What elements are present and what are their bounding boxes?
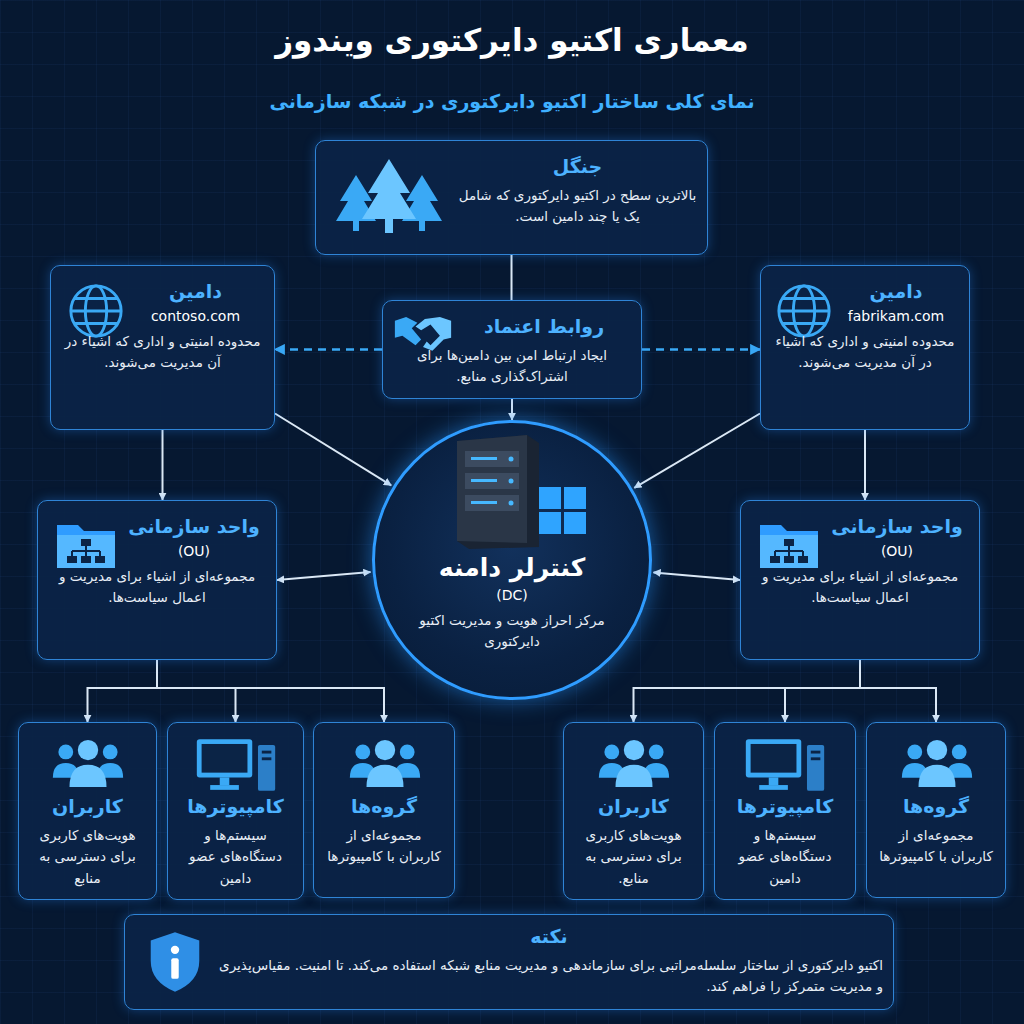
node-text: (DC): [415, 585, 609, 606]
groups-box: گروه‌ها مجموعه‌ای از کاربران با کامپیوتره…: [313, 722, 455, 898]
node-heading: واحد سازمانی: [122, 513, 266, 541]
connector: [634, 414, 760, 488]
computers-box: کامپیوترها سیستم‌ها و دستگاه‌های عضو دامی…: [167, 722, 304, 900]
node-heading: کنترلر دامنه: [415, 551, 609, 585]
users-icon: [348, 737, 422, 793]
ou-box: واحد سازمانی(OU) مجموعه‌ای از اشیاء برای …: [37, 500, 277, 660]
users-icon: [51, 737, 125, 793]
node-text: مجموعه‌ای از اشیاء برای مدیریت و اعمال س…: [751, 566, 969, 609]
node-heading: دامین: [833, 278, 959, 306]
node-text: محدوده امنیتی و اداری که اشیاء در آن مدی…: [771, 331, 959, 374]
connector: [785, 660, 860, 722]
node-text: سیستم‌ها و دستگاه‌های عضو دامین: [178, 825, 293, 890]
node-text: اکتیو دایرکتوری از ساختار سلسله‌مراتبی ب…: [215, 955, 883, 998]
domain-box: دامینcontoso.com محدوده امنیتی و اداری که…: [50, 265, 275, 430]
forest-box: جنگل بالاترین سطح در اکتیو دایرکتوری که ش…: [315, 140, 708, 255]
trust-arrow: [275, 348, 382, 351]
connector: [860, 660, 936, 722]
note-box: نکته اکتیو دایرکتوری از ساختار سلسله‌مرات…: [124, 914, 894, 1010]
server-icon: [427, 431, 597, 555]
connector: [162, 430, 164, 500]
connector: [277, 572, 371, 580]
connector: [634, 660, 861, 722]
node-text: بالاترین سطح در اکتیو دایرکتوری که شامل …: [458, 185, 697, 228]
node-text: (OU): [122, 541, 266, 562]
folder-icon: [54, 517, 118, 575]
trust-arrow: [642, 348, 760, 351]
diagram-title: معماری اکتیو دایرکتوری ویندوز: [0, 22, 1024, 58]
node-text: محدوده امنیتی و اداری که اشیاء در آن مدی…: [61, 331, 264, 374]
users-box: کاربران هویت‌های کاربری برای دسترسی به من…: [18, 722, 157, 900]
node-text: ایجاد ارتباط امن بین دامین‌ها برای اشترا…: [393, 345, 631, 388]
node-heading: کامپیوترها: [178, 793, 293, 821]
node-heading: کاربران: [574, 793, 693, 821]
connector: [511, 399, 513, 420]
domain-controller-circle: کنترلر دامنه(DC) مرکز احراز هویت و مدیریت…: [372, 420, 652, 700]
connector: [88, 660, 158, 722]
connector: [511, 255, 513, 300]
node-text: هویت‌های کاربری برای دسترسی به منابع: [29, 825, 146, 890]
domain-box: دامینfabrikam.com محدوده امنیتی و اداری ک…: [760, 265, 970, 430]
node-text: مجموعه‌ای از اشیاء برای مدیریت و اعمال س…: [48, 566, 266, 609]
node-text: مجموعه‌ای از کاربران با کامپیوترها: [877, 825, 995, 868]
computers-box: کامپیوترها سیستم‌ها و دستگاه‌های عضو دامی…: [714, 722, 856, 900]
node-heading: کامپیوترها: [725, 793, 845, 821]
node-heading: کاربران: [29, 793, 146, 821]
node-heading: دامین: [127, 278, 264, 306]
node-text: مرکز احراز هویت و مدیریت اکتیو دایرکتوری: [415, 610, 609, 653]
node-text: (OU): [825, 541, 969, 562]
connector: [275, 414, 391, 486]
shield-icon: [147, 929, 203, 999]
node-text: fabrikam.com: [833, 306, 959, 327]
node-heading: واحد سازمانی: [825, 513, 969, 541]
node-heading: گروه‌ها: [324, 793, 444, 821]
subtitle-label: نمای کلی ساختار اکتیو دایرکتوری در شبکه …: [0, 90, 1024, 112]
trees-icon: [334, 157, 444, 241]
node-text: هویت‌های کاربری برای دسترسی به منابع.: [574, 825, 693, 890]
node-heading: جنگل: [458, 153, 697, 181]
node-heading: روابط اعتماد: [457, 313, 631, 341]
folder-icon: [757, 517, 821, 575]
node-heading: گروه‌ها: [877, 793, 995, 821]
node-text: سیستم‌ها و دستگاه‌های عضو دامین: [725, 825, 845, 890]
users-icon: [900, 737, 974, 793]
groups-box: گروه‌ها مجموعه‌ای از کاربران با کامپیوتره…: [866, 722, 1006, 898]
computer-icon: [742, 735, 828, 799]
users-box: کاربران هویت‌های کاربری برای دسترسی به من…: [563, 722, 704, 900]
node-heading: نکته: [215, 923, 883, 951]
node-text: مجموعه‌ای از کاربران با کامپیوترها: [324, 825, 444, 868]
connector: [864, 430, 866, 500]
connector: [157, 660, 236, 722]
trust-box: روابط اعتماد ایجاد ارتباط امن بین دامین‌ه…: [382, 300, 642, 399]
users-icon: [597, 737, 671, 793]
connector: [654, 572, 741, 580]
node-text: contoso.com: [127, 306, 264, 327]
computer-icon: [193, 735, 279, 799]
connector: [157, 660, 384, 722]
ou-box: واحد سازمانی(OU) مجموعه‌ای از اشیاء برای …: [740, 500, 980, 660]
